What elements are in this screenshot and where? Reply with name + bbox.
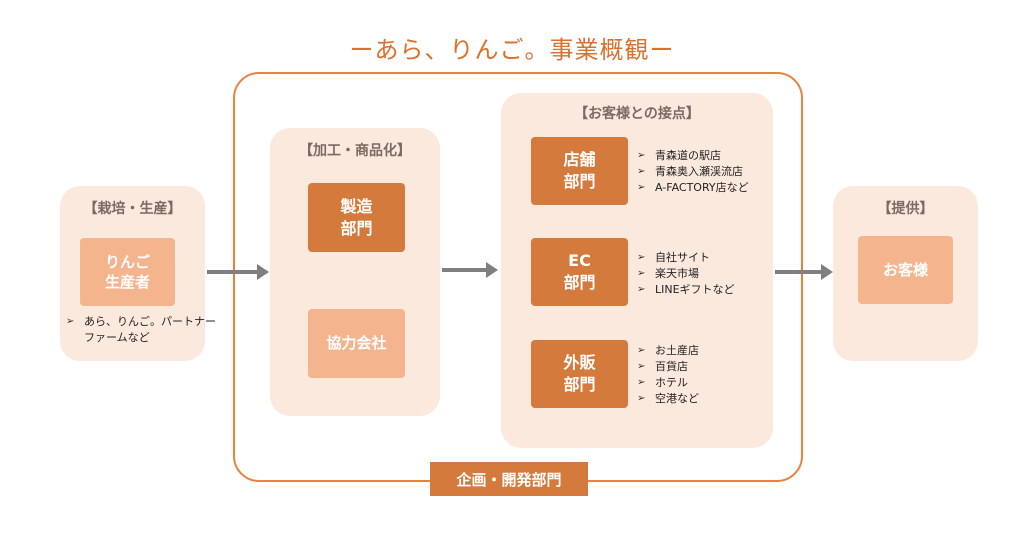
ec-list: 自社サイト 楽天市場 LINEギフトなど (637, 250, 735, 298)
store-item: 青森道の駅店 (637, 148, 749, 164)
ec-item: LINEギフトなど (637, 282, 735, 298)
ec-dept-line2: 部門 (563, 273, 596, 292)
wholesale-item: 空港など (637, 391, 699, 407)
wholesale-dept-line1: 外販 (563, 353, 596, 373)
wholesale-list: お土産店 百貨店 ホテル 空港など (637, 343, 699, 407)
wholesale-dept-box: 外販 部門 (531, 340, 628, 408)
page-title: ーあら、りんご。事業概観ー (349, 36, 675, 64)
cultivation-note-line2: ファームなど (84, 331, 150, 344)
panel-provision-heading: 【提供】 (877, 201, 934, 217)
store-dept-line2: 部門 (563, 172, 596, 191)
manufacturing-dept-box: 製造 部門 (308, 183, 405, 252)
arrow-cultivation-to-processing (207, 264, 269, 280)
apple-producer-box: りんご 生産者 (80, 238, 175, 306)
store-list: 青森道の駅店 青森奥入瀬渓流店 A-FACTORY店など (637, 148, 749, 196)
store-dept-box: 店舗 部門 (531, 137, 628, 205)
panel-touchpoints-heading: 【お客様との接点】 (574, 106, 700, 122)
panel-touchpoints: 【お客様との接点】 店舗 部門 青森道の駅店 青森奥入瀬渓流店 A-FACTOR… (501, 93, 773, 448)
manufacturing-dept-line1: 製造 (340, 196, 373, 216)
arrow-touchpoints-to-provision (775, 264, 833, 280)
apple-producer-line2: 生産者 (104, 273, 150, 291)
wholesale-item: ホテル (637, 375, 699, 391)
wholesale-item: お土産店 (637, 343, 699, 359)
panel-cultivation: 【栽培・生産】 りんご 生産者 あら、りんご。パートナー ファームなど (60, 186, 216, 361)
ec-dept-line1: EC (568, 251, 591, 271)
wholesale-item: 百貨店 (637, 359, 699, 375)
panel-cultivation-heading: 【栽培・生産】 (83, 201, 182, 217)
store-item: A-FACTORY店など (637, 180, 749, 196)
panel-processing-heading: 【加工・商品化】 (299, 143, 411, 159)
wholesale-dept-line2: 部門 (563, 375, 596, 394)
panel-provision: 【提供】 お客様 (833, 186, 978, 361)
cultivation-note-line1: あら、りんご。パートナー (66, 314, 216, 330)
panel-processing: 【加工・商品化】 製造 部門 協力会社 (270, 128, 440, 416)
ec-dept-box: EC 部門 (531, 238, 628, 306)
planning-dept-label: 企画・開発部門 (430, 462, 588, 496)
ec-item: 自社サイト (637, 250, 735, 266)
apple-producer-line1: りんご (104, 252, 150, 271)
customer-box: お客様 (858, 236, 953, 304)
ec-item: 楽天市場 (637, 266, 735, 282)
partner-company-box: 協力会社 (308, 309, 405, 378)
store-item: 青森奥入瀬渓流店 (637, 164, 749, 180)
store-dept-line1: 店舗 (563, 150, 596, 170)
arrow-processing-to-touchpoints (442, 262, 498, 278)
manufacturing-dept-line2: 部門 (340, 218, 373, 238)
cultivation-note: あら、りんご。パートナー (66, 314, 216, 330)
